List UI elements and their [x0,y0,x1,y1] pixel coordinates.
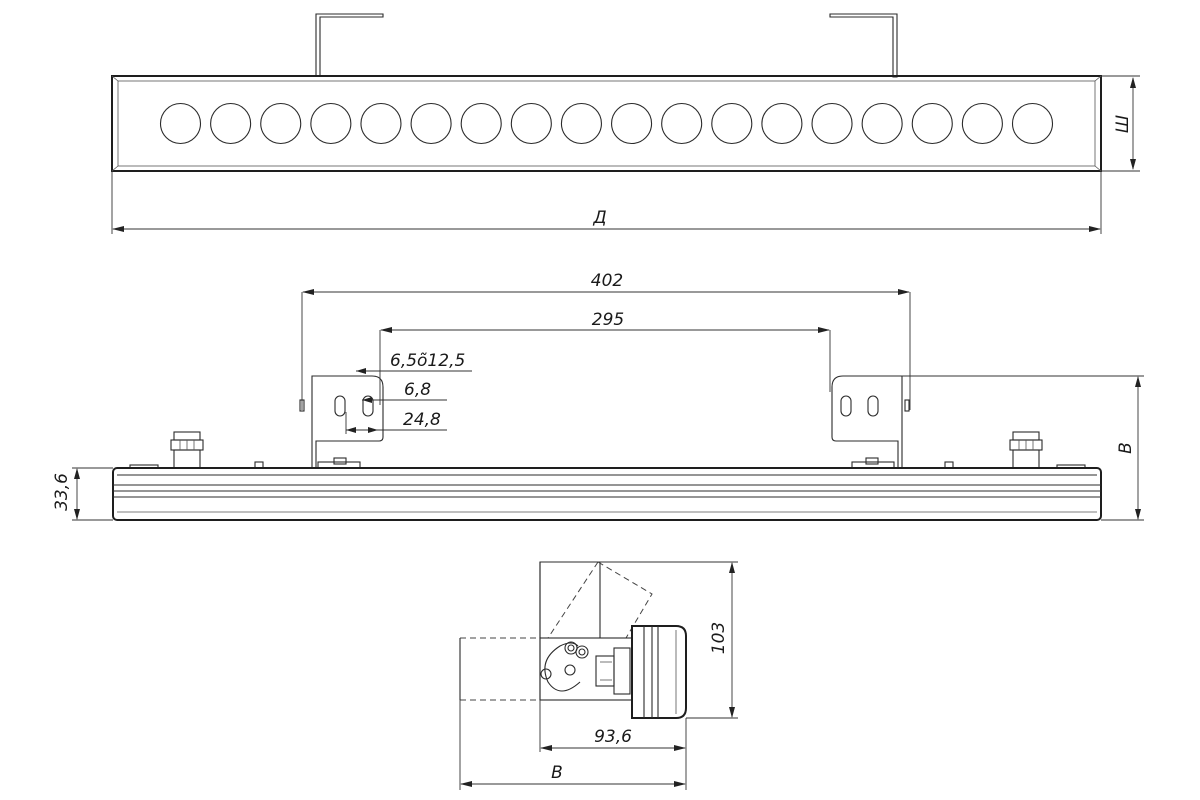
top-view: Ш Д [111,13,1140,234]
end-housing [631,625,687,719]
hole-span-label: 295 [592,310,624,330]
slot-offset-label: 24,8 [403,410,441,430]
side-bracket-right [831,375,903,468]
lens [560,102,602,145]
lens [711,102,753,145]
lens [761,102,803,145]
tilted-bracket [547,561,653,639]
hook [544,642,581,692]
lens [460,102,502,145]
body-height-label: 33,6 [52,473,72,511]
lens [961,102,1003,145]
lens [811,102,853,145]
end-overall-label: В [551,763,563,783]
top-bracket-right [829,13,898,78]
lens [210,102,252,145]
side-housing [112,467,1102,521]
lens [611,102,653,145]
lens [1011,102,1054,145]
side-view: 402 295 6,5õ12,5 6,8 24,8 [52,271,1144,521]
hole-dia-label: 6,8 [404,380,431,400]
housing-inner-frame [117,80,1096,167]
bracket-span-label: 402 [591,271,623,291]
lens [510,102,552,145]
slot-size-label: 6,5õ12,5 [390,351,465,371]
lens [159,102,202,145]
lens [410,102,452,145]
lens [310,102,352,145]
side-bracket-left [311,375,384,468]
lens [911,102,953,145]
housing-outline [111,75,1102,172]
lens-row [159,102,1054,145]
height-label: В [1116,442,1136,454]
cable-gland-left [170,431,204,469]
end-depth-label: 93,6 [594,727,632,747]
end-view: 103 93,6 В [459,561,738,790]
lens [260,102,302,145]
lens [861,102,903,145]
top-bracket-left [315,13,384,77]
lens [661,102,703,145]
lens [360,102,402,145]
length-label: Д [592,208,606,228]
width-label: Ш [1113,115,1133,133]
cable-gland-right [1009,431,1043,469]
end-height-label: 103 [709,622,729,654]
